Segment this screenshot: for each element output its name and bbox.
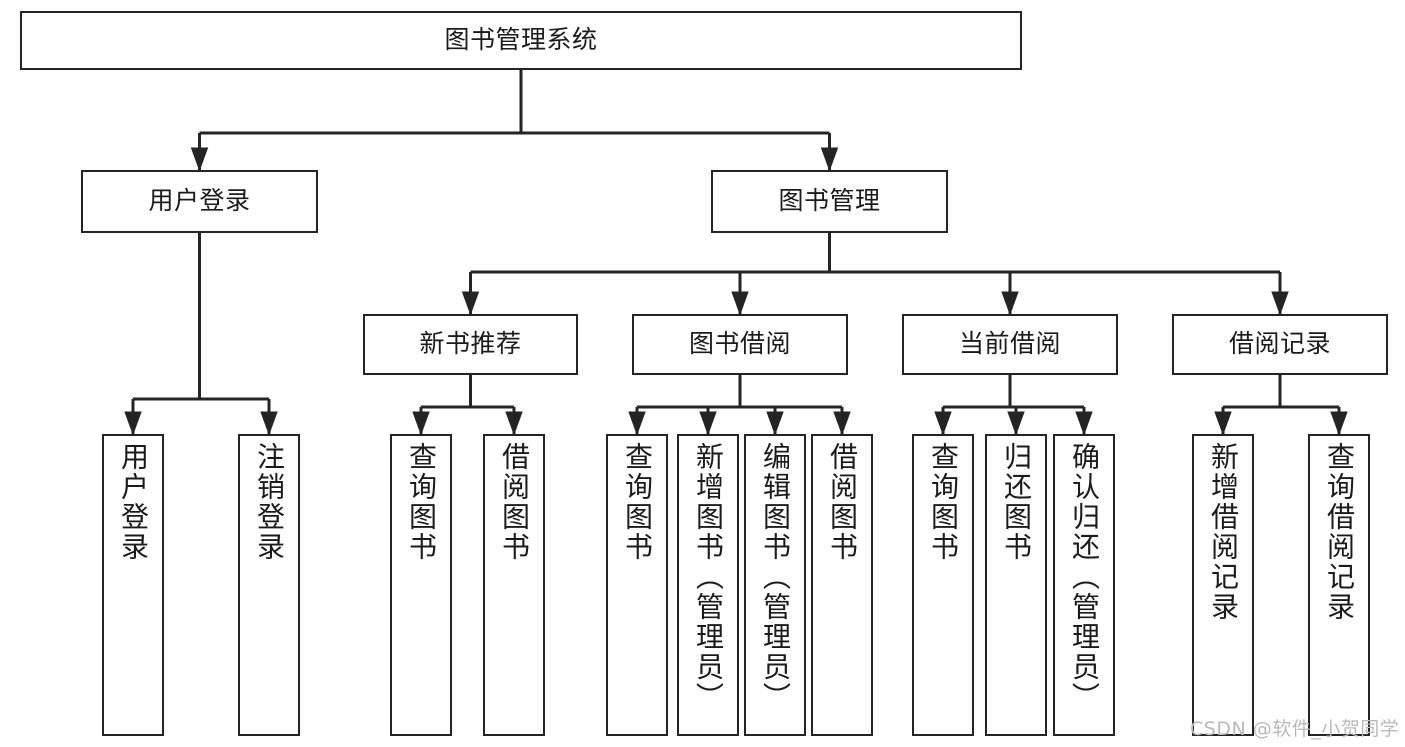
node-label-l3-record: 借阅记录 (1228, 329, 1331, 359)
node-leaf-br-edit[interactable]: 编辑图书（管理员） (744, 434, 806, 736)
node-leaf-br-lend[interactable]: 借阅图书 (811, 434, 873, 736)
node-label-leaf-cur-confirm: 确认归还（管理员） (1068, 442, 1101, 712)
connector-arrowhead (1001, 291, 1019, 316)
watermark-label: CSDN @软件_小贺同学 (1190, 718, 1400, 740)
connector-arrowhead (833, 411, 851, 436)
node-label-leaf-user-login: 用户登录 (117, 442, 150, 562)
node-label-l3-borrow: 图书借阅 (688, 329, 791, 359)
node-leaf-br-query[interactable]: 查询图书 (606, 434, 668, 736)
connector-arrowhead (699, 411, 717, 436)
connector-arrowhead (1007, 411, 1025, 436)
node-root[interactable]: 图书管理系统 (20, 11, 1022, 70)
connector-arrowhead (820, 147, 839, 172)
node-leaf-nb-borrow[interactable]: 借阅图书 (483, 434, 545, 736)
node-label-root: 图书管理系统 (444, 25, 598, 55)
node-label-l2-book: 图书管理 (778, 186, 881, 216)
connector-arrowhead (1075, 411, 1093, 436)
node-label-leaf-rec-query: 查询借阅记录 (1323, 442, 1356, 622)
connector-arrowhead (260, 411, 278, 436)
node-label-leaf-rec-add: 新增借阅记录 (1207, 442, 1240, 622)
node-leaf-br-add[interactable]: 新增图书（管理员） (677, 434, 739, 736)
node-label-leaf-br-edit: 编辑图书（管理员） (759, 442, 792, 712)
node-label-leaf-cur-query: 查询图书 (927, 442, 960, 562)
connector-arrowhead (1330, 411, 1348, 436)
node-leaf-nb-query[interactable]: 查询图书 (390, 434, 452, 736)
node-leaf-user-login[interactable]: 用户登录 (102, 434, 164, 736)
connector-arrowhead (731, 291, 749, 316)
node-l2-user[interactable]: 用户登录 (81, 170, 318, 233)
connector-arrowhead (1271, 291, 1289, 316)
node-label-l3-current: 当前借阅 (958, 329, 1061, 359)
node-l3-borrow[interactable]: 图书借阅 (632, 314, 848, 375)
node-leaf-user-logout[interactable]: 注销登录 (238, 434, 300, 736)
node-leaf-rec-query[interactable]: 查询借阅记录 (1308, 434, 1370, 736)
connector-arrowhead (628, 411, 646, 436)
node-label-leaf-br-query: 查询图书 (621, 442, 654, 562)
connector-arrowhead (1214, 411, 1232, 436)
node-l2-book[interactable]: 图书管理 (711, 170, 948, 233)
node-leaf-cur-confirm[interactable]: 确认归还（管理员） (1053, 434, 1115, 736)
node-label-leaf-br-add: 新增图书（管理员） (692, 442, 725, 712)
connector-arrowhead (766, 411, 784, 436)
node-label-leaf-nb-borrow: 借阅图书 (498, 442, 531, 562)
node-label-leaf-cur-return: 归还图书 (1000, 442, 1033, 562)
node-leaf-rec-add[interactable]: 新增借阅记录 (1192, 434, 1254, 736)
node-label-l2-user: 用户登录 (148, 186, 251, 216)
connector-arrowhead (934, 411, 952, 436)
node-label-leaf-br-lend: 借阅图书 (826, 442, 859, 562)
connector-arrowhead (124, 411, 142, 436)
node-label-l3-newbook: 新书推荐 (419, 329, 522, 359)
connector-arrowhead (190, 147, 209, 172)
node-leaf-cur-return[interactable]: 归还图书 (985, 434, 1047, 736)
node-label-leaf-user-logout: 注销登录 (253, 442, 286, 562)
node-label-leaf-nb-query: 查询图书 (405, 442, 438, 562)
node-l3-record[interactable]: 借阅记录 (1172, 314, 1388, 375)
node-leaf-cur-query[interactable]: 查询图书 (912, 434, 974, 736)
node-l3-current[interactable]: 当前借阅 (902, 314, 1118, 375)
node-l3-newbook[interactable]: 新书推荐 (363, 314, 578, 375)
connector-arrowhead (505, 411, 523, 436)
connector-arrowhead (412, 411, 430, 436)
connector-arrowhead (461, 291, 480, 316)
